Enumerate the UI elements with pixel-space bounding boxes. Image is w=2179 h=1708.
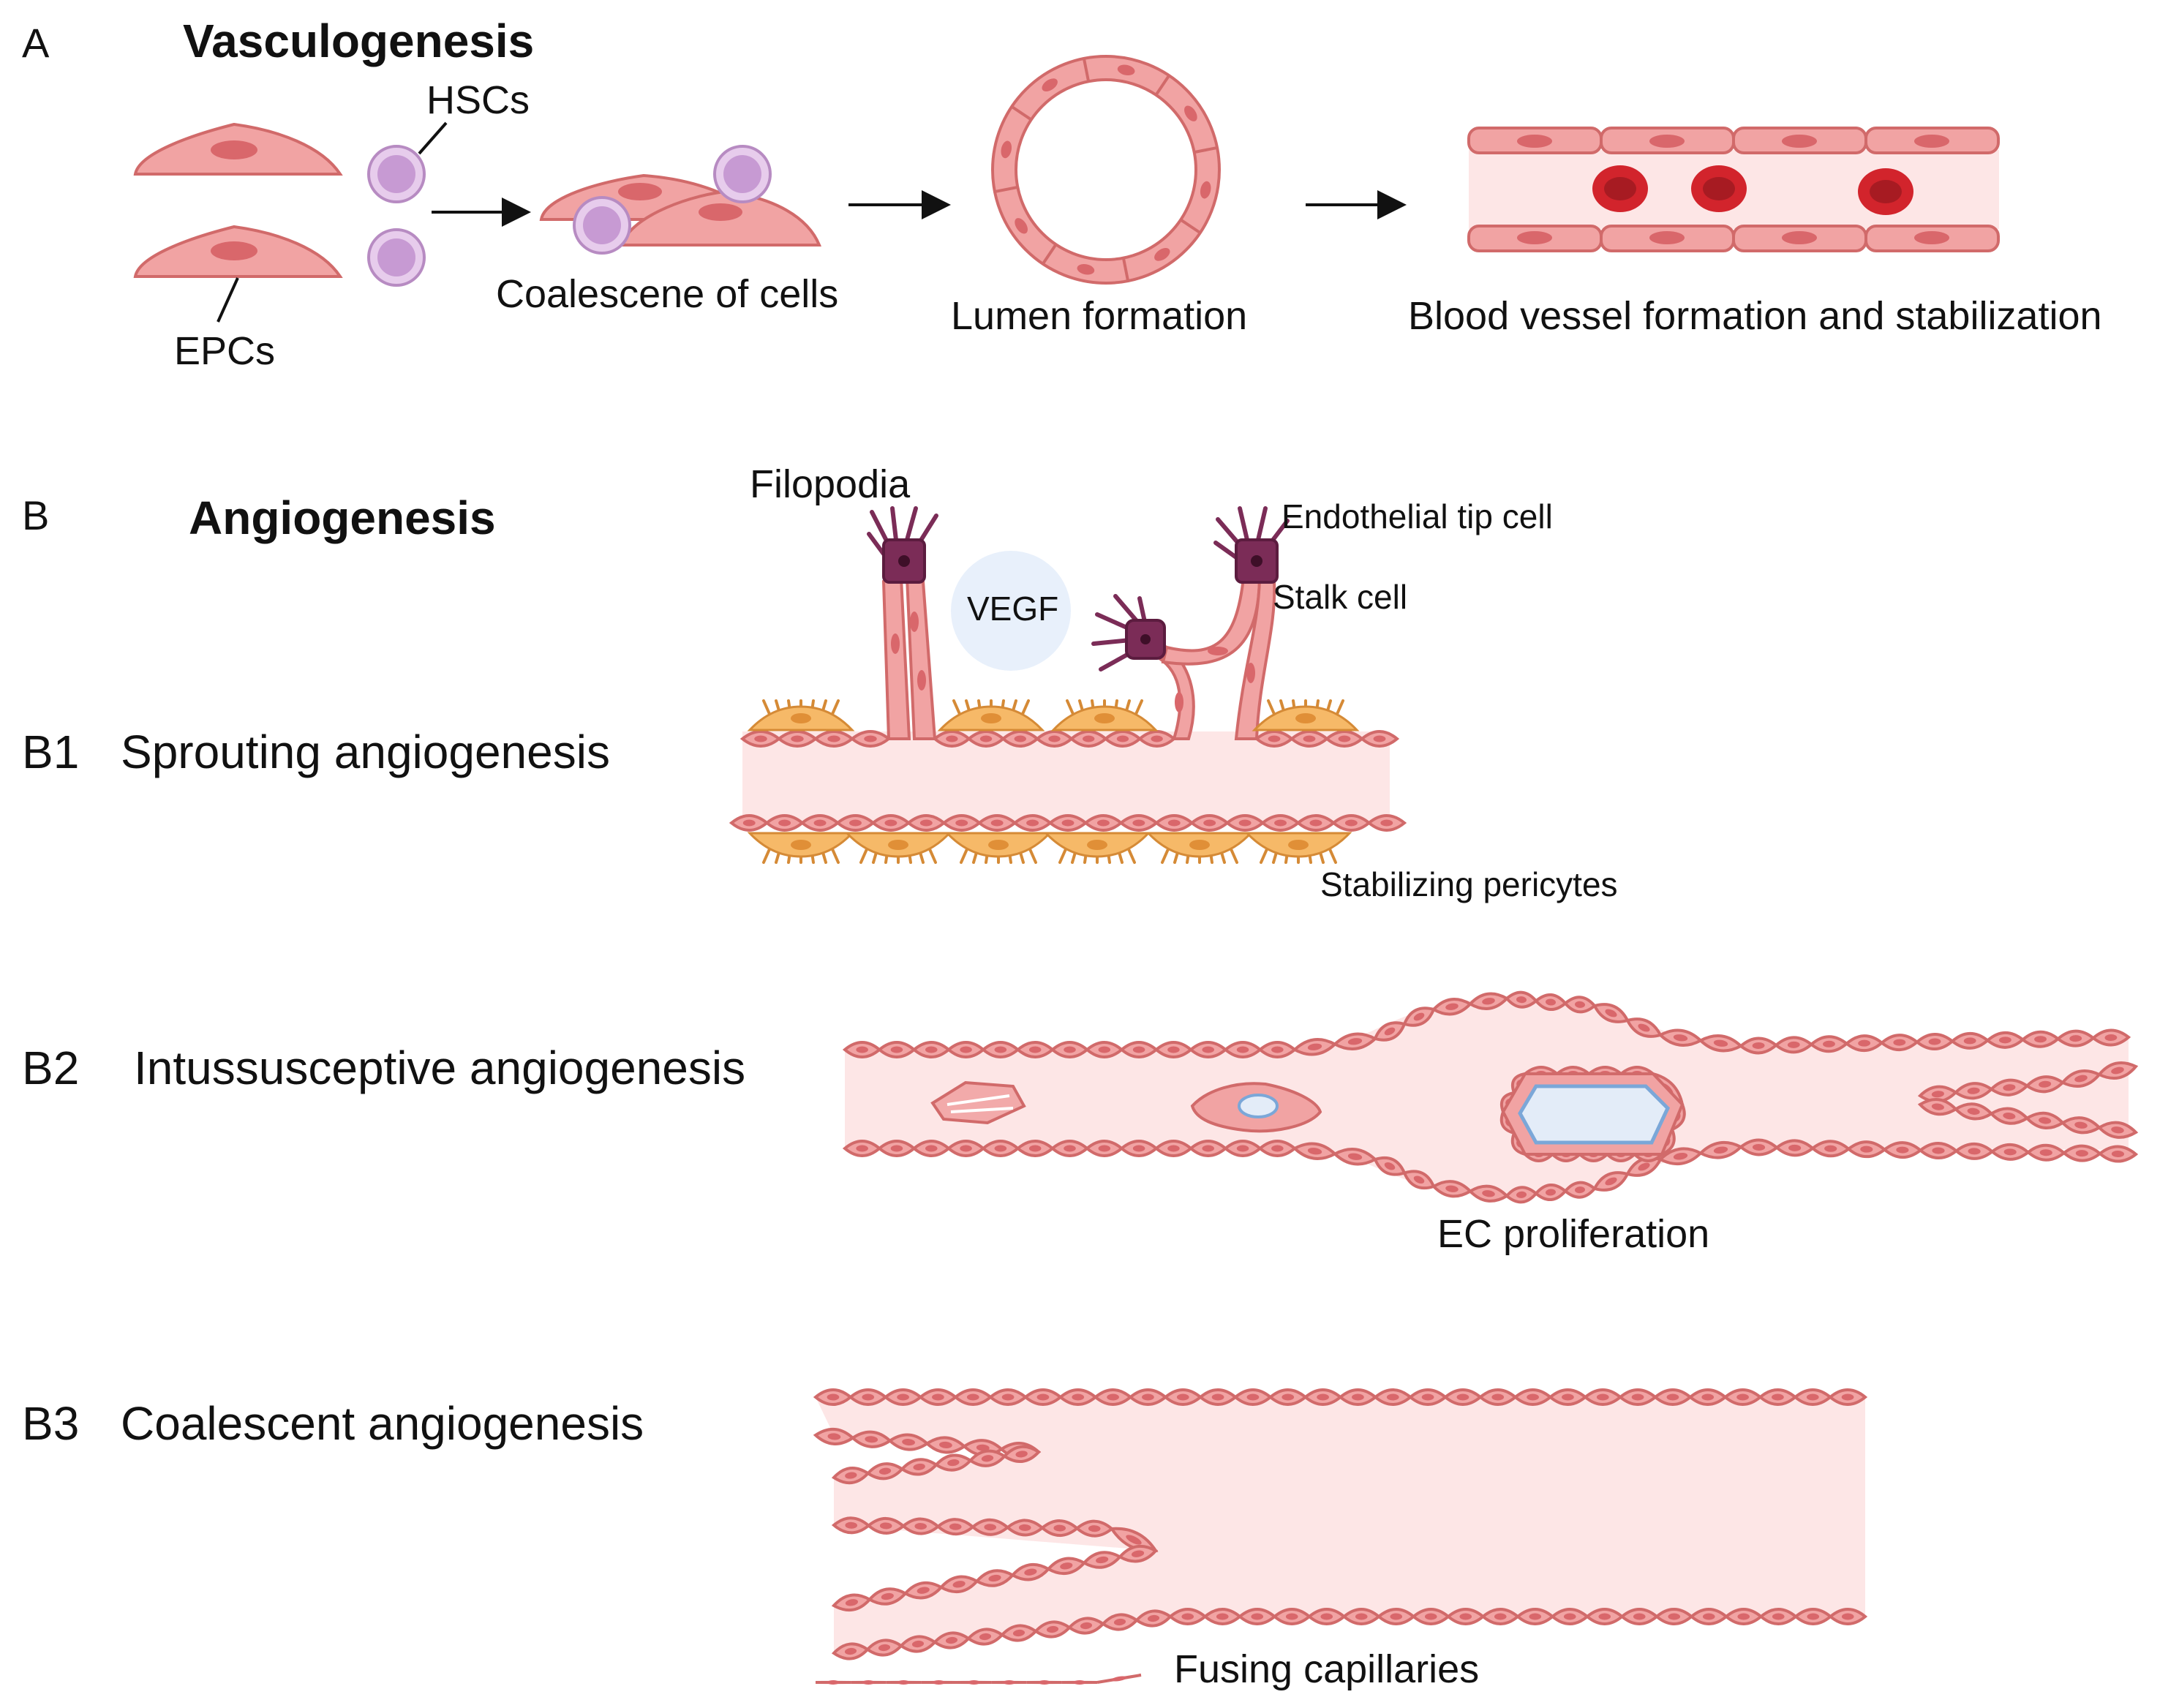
sprout-right bbox=[1157, 576, 1276, 740]
lumen-label: Lumen formation bbox=[951, 294, 1247, 338]
vegf-label: VEGF bbox=[967, 590, 1058, 628]
tip-cell-side bbox=[1091, 594, 1166, 671]
pillar-forming bbox=[1190, 1082, 1322, 1133]
coalescing-cells bbox=[539, 145, 821, 255]
b3-vessel-lumen bbox=[816, 1397, 1865, 1653]
red-blood-cells bbox=[1592, 165, 1913, 215]
pericytes-bottom bbox=[747, 832, 1352, 864]
sprout-left bbox=[881, 576, 937, 740]
b1-code: B1 bbox=[22, 726, 79, 778]
panel-a-title: Vasculogenesis bbox=[183, 15, 534, 67]
ec-proliferation-label: EC proliferation bbox=[1437, 1212, 1709, 1256]
hscs-label: HSCs bbox=[426, 78, 530, 122]
panel-b-letter: B bbox=[22, 492, 49, 538]
hsc-cells bbox=[367, 145, 426, 287]
b3-code: B3 bbox=[22, 1397, 79, 1450]
pericytes-top bbox=[747, 699, 1360, 731]
panel-b2: B2 Intussusceptive angiogenesis EC proli… bbox=[22, 990, 2139, 1256]
panel-b-title: Angiogenesis bbox=[189, 492, 496, 544]
vessel-label: Blood vessel formation and stabilization bbox=[1408, 294, 2102, 338]
tip-cell-left bbox=[867, 506, 938, 584]
tip-cell-right bbox=[1213, 506, 1290, 584]
coalescence-label: Coalescene of cells bbox=[496, 272, 838, 316]
stalk-cell-label: Stalk cell bbox=[1273, 578, 1407, 616]
b3-title: Coalescent angiogenesis bbox=[121, 1397, 644, 1450]
pillar-early bbox=[930, 1080, 1026, 1125]
vegf-cloud: VEGF bbox=[951, 551, 1071, 671]
panel-a: A Vasculogenesis HSCs EPCs bbox=[22, 15, 2102, 373]
b1-vessel-walls bbox=[729, 729, 1407, 832]
b1-title: Sprouting angiogenesis bbox=[121, 726, 610, 778]
epcs-leader bbox=[217, 277, 239, 323]
panel-b3: B3 Coalescent angiogenesis Fusing capill… bbox=[22, 1388, 1868, 1691]
filopodia-label: Filopodia bbox=[750, 462, 911, 506]
pillar-ring bbox=[1501, 1072, 1685, 1156]
panel-a-letter: A bbox=[22, 20, 50, 66]
lumen-ring bbox=[991, 55, 1221, 285]
epcs-label: EPCs bbox=[174, 329, 275, 373]
pericytes-label: Stabilizing pericytes bbox=[1320, 865, 1618, 903]
epc-cells bbox=[133, 122, 343, 278]
panel-b: B Angiogenesis B1 Sprouting angiogenesis bbox=[22, 462, 2139, 1691]
b2-code: B2 bbox=[22, 1042, 79, 1094]
b1-vessel-lumen bbox=[742, 731, 1390, 823]
b3-vessel-walls bbox=[813, 1388, 1868, 1685]
b2-title: Intussusceptive angiogenesis bbox=[134, 1042, 745, 1094]
panel-b1: B1 Sprouting angiogenesis Fil bbox=[22, 462, 1618, 903]
hscs-leader bbox=[418, 121, 448, 155]
vessel-segment bbox=[1467, 127, 2000, 252]
tip-cell-label: Endothelial tip cell bbox=[1282, 497, 1553, 535]
fusing-label: Fusing capillaries bbox=[1174, 1647, 1479, 1691]
